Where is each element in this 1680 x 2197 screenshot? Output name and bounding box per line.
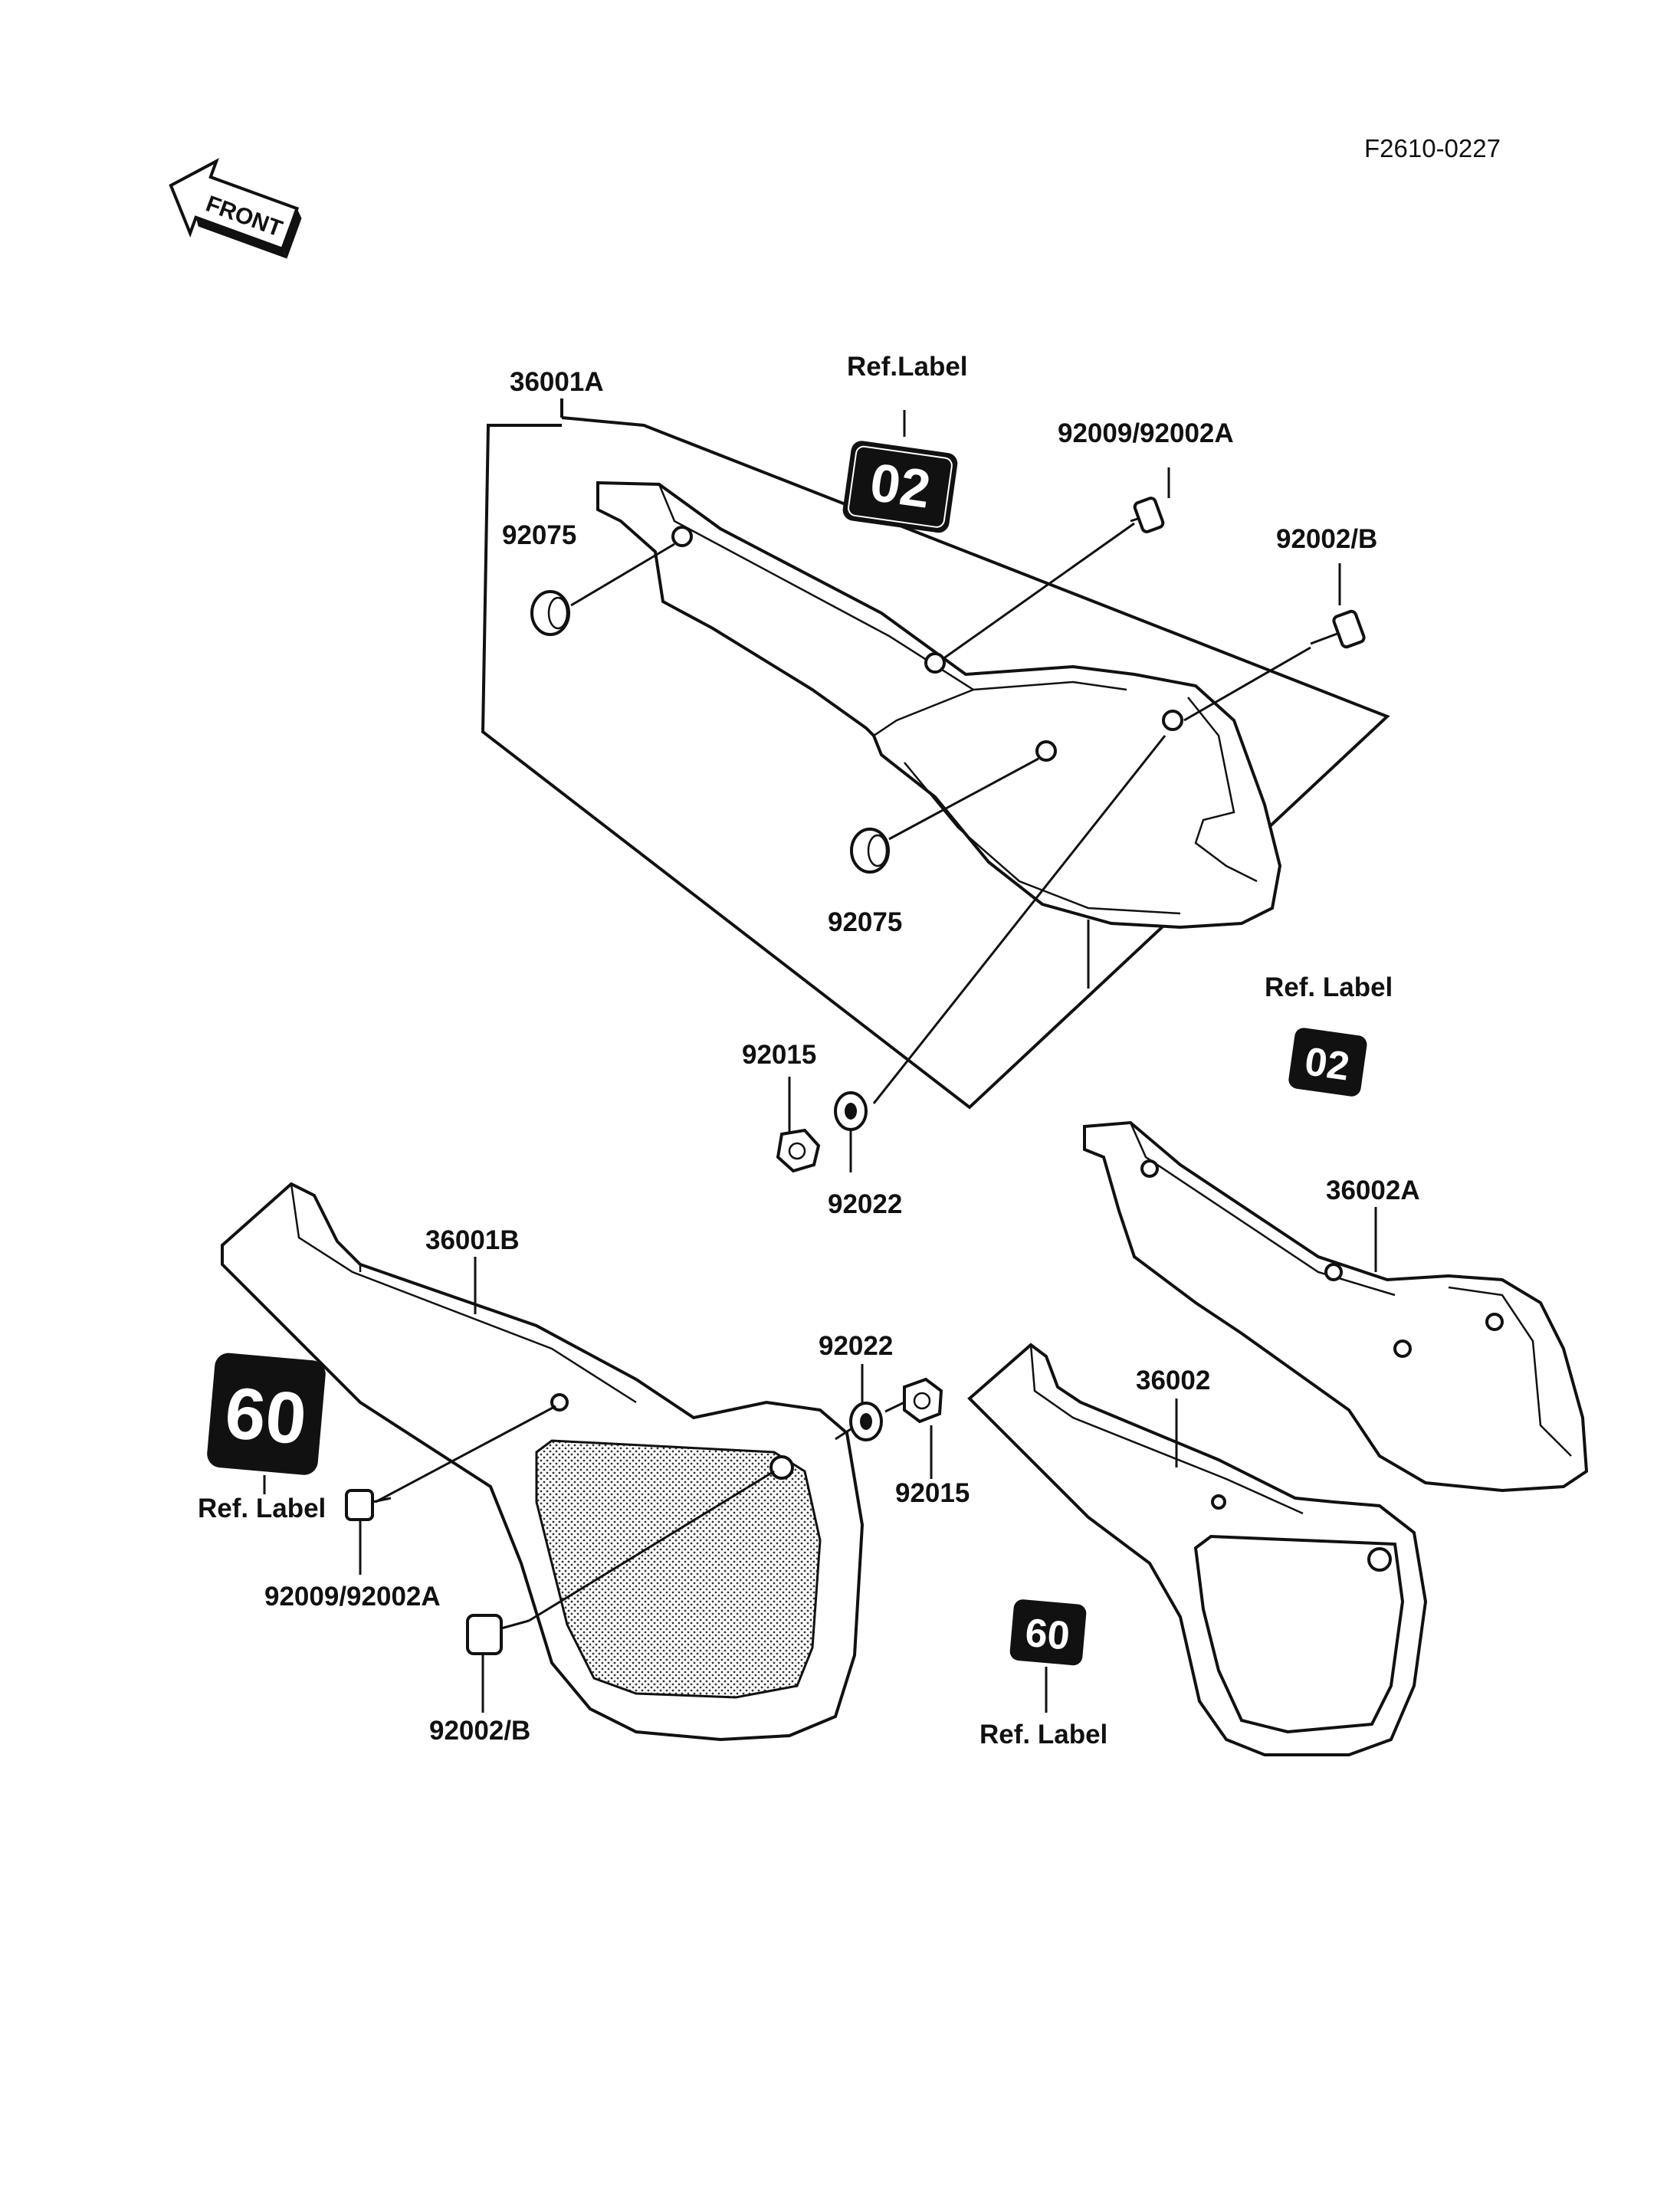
- bolt-92002b-lower: [466, 1614, 530, 1655]
- side-cover-36002: [967, 1343, 1428, 1756]
- washer-92022-lower: [849, 1402, 883, 1441]
- side-cover-36001b: [221, 1182, 865, 1742]
- nut-92015-upper: [776, 1128, 821, 1173]
- bolt-92009-lower: [345, 1489, 392, 1521]
- callout-92009-bottom: 92009/92002A: [264, 1582, 441, 1612]
- emblem-right-text: 02: [1302, 1039, 1352, 1089]
- emblem-bottom-text: 60: [1023, 1611, 1071, 1659]
- callout-92022-upper: 92022: [828, 1189, 902, 1219]
- callout-ref-label-left: Ref. Label: [198, 1494, 326, 1523]
- callout-92022-lower: 92022: [819, 1331, 893, 1361]
- washer-92022-upper: [834, 1091, 868, 1131]
- nut-92015-lower: [903, 1377, 943, 1424]
- callout-ref-label-top: Ref.Label: [847, 352, 968, 382]
- bolt-92009-upper: [1130, 497, 1165, 533]
- emblem-ref-label-bottom: 60: [1009, 1599, 1087, 1666]
- callout-ref-label-bottom: Ref. Label: [979, 1720, 1107, 1749]
- callout-36001a: 36001A: [510, 367, 604, 397]
- callout-36002a: 36002A: [1326, 1176, 1420, 1205]
- callout-92015-upper: 92015: [742, 1040, 816, 1070]
- callout-92075-upper: 92075: [502, 520, 576, 550]
- group-outline-36001a: [481, 416, 1390, 1110]
- callout-ref-label-right: Ref. Label: [1265, 972, 1393, 1002]
- callout-92075-lower: 92075: [828, 907, 902, 937]
- side-cover-36001a: [596, 480, 1282, 930]
- callout-92002b-top: 92002/B: [1276, 524, 1377, 554]
- front-arrow-icon: FRONT: [169, 158, 302, 259]
- emblem-top-text: 02: [867, 452, 934, 520]
- emblem-left-text: 60: [221, 1372, 310, 1461]
- leaders-lower: [263, 1257, 1178, 1713]
- callout-92015-lower: 92015: [895, 1478, 970, 1508]
- callout-36001b: 36001B: [425, 1225, 520, 1255]
- side-cover-36002a: [1083, 1120, 1589, 1493]
- emblem-ref-label-right: 02: [1288, 1028, 1367, 1097]
- grommet-92075-upper: [530, 590, 570, 636]
- bolt-92002b-upper: [1310, 609, 1366, 649]
- callout-92002b-bottom: 92002/B: [429, 1716, 530, 1746]
- callout-92009-top: 92009/92002A: [1058, 418, 1234, 448]
- leaders-upper: [570, 410, 1341, 1172]
- callout-36002: 36002: [1136, 1366, 1210, 1395]
- figure-code: F2610-0227: [1364, 134, 1501, 162]
- grommet-92075-lower: [850, 828, 890, 874]
- emblem-ref-label-left: 60: [207, 1353, 326, 1475]
- emblem-ref-label-top: 02: [842, 441, 958, 533]
